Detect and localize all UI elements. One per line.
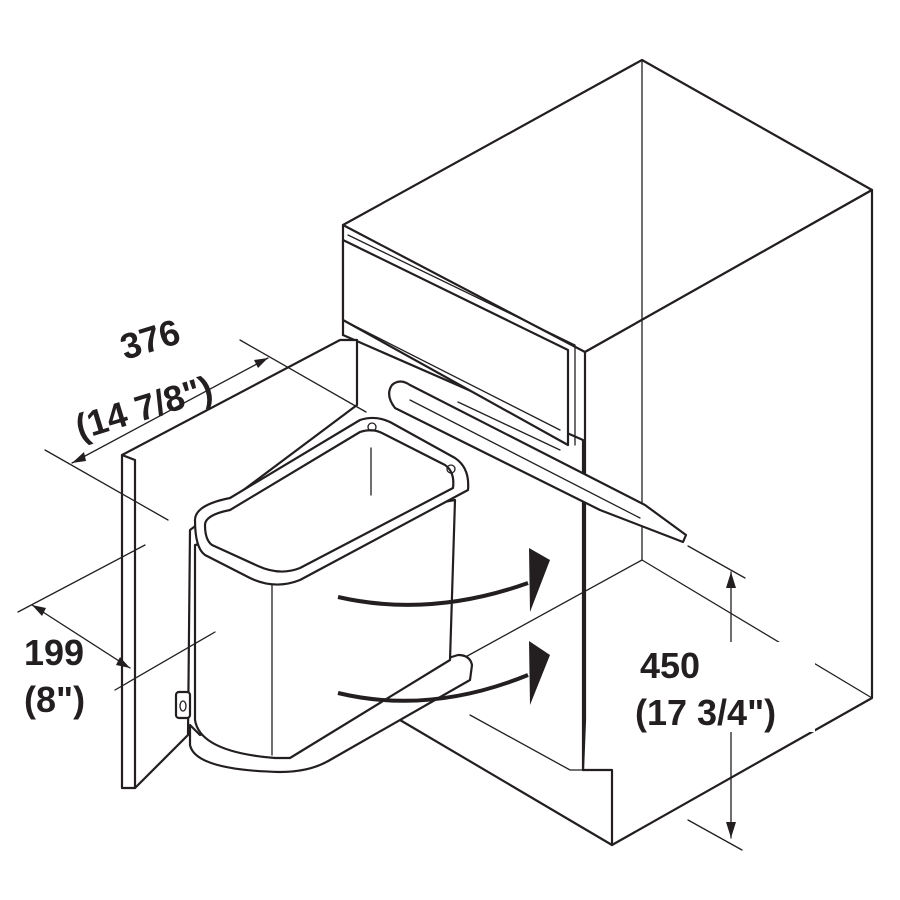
cabinet-floor-front: [459, 559, 643, 661]
door-front-face: [120, 338, 359, 790]
width-metric-label: 376: [115, 311, 184, 368]
height-arrow-top: [726, 572, 736, 588]
height-extension-top: [687, 545, 746, 579]
upper-arrow-head: [529, 548, 550, 612]
lower-arrow-curve: [337, 673, 529, 703]
offset-dimension-line: [31, 604, 131, 669]
drawer-face: [341, 238, 570, 447]
width-extension-right: [239, 339, 367, 413]
cabinet-plinth: [398, 718, 614, 847]
cabinet-opening-bottom: [469, 714, 584, 771]
offset-metric-label: 199: [24, 632, 84, 673]
motion-arrows: [337, 548, 550, 705]
cabinet-opening: [341, 333, 585, 772]
upper-arrow-curve: [337, 581, 529, 607]
width-dimension-line: [71, 357, 269, 464]
height-imperial-label: (17 3/4"): [635, 692, 776, 733]
waste-bin: [188, 416, 474, 774]
lid-rail-slot: [457, 401, 561, 451]
height-label-backdrop: [625, 642, 815, 732]
offset-imperial-label: (8"): [24, 679, 85, 720]
bin-rim-hole-left: [367, 422, 377, 432]
offset-extension-bottom: [114, 631, 216, 691]
drawer-bottom-edge: [342, 319, 561, 431]
offset-extension-top: [17, 544, 146, 613]
width-arrow-left: [72, 452, 86, 463]
drawer-top-edge: [347, 234, 576, 446]
hinge-bracket: [174, 690, 192, 720]
lid-rail: [388, 380, 688, 544]
lid-rail-shape: [388, 380, 688, 544]
lid-rail-line: [409, 399, 641, 519]
height-extension-bottom: [687, 819, 743, 851]
width-extension-left: [44, 449, 169, 521]
cabinet-floor-line: [641, 559, 873, 699]
bin-rim-hole-right: [446, 464, 456, 474]
dimension-offset: 199 (8"): [17, 544, 216, 720]
offset-arrow-top: [32, 605, 46, 616]
drawer-front: [341, 234, 576, 447]
bin-opening: [203, 429, 455, 573]
height-metric-label: 450: [640, 645, 700, 686]
lower-arrow-head: [529, 641, 550, 705]
dimension-height: 450 (17 3/4"): [625, 545, 815, 851]
height-arrow-bottom: [726, 822, 736, 838]
offset-arrow-bottom: [116, 657, 130, 668]
width-arrow-right: [254, 358, 268, 368]
hinge-hole: [179, 700, 187, 712]
